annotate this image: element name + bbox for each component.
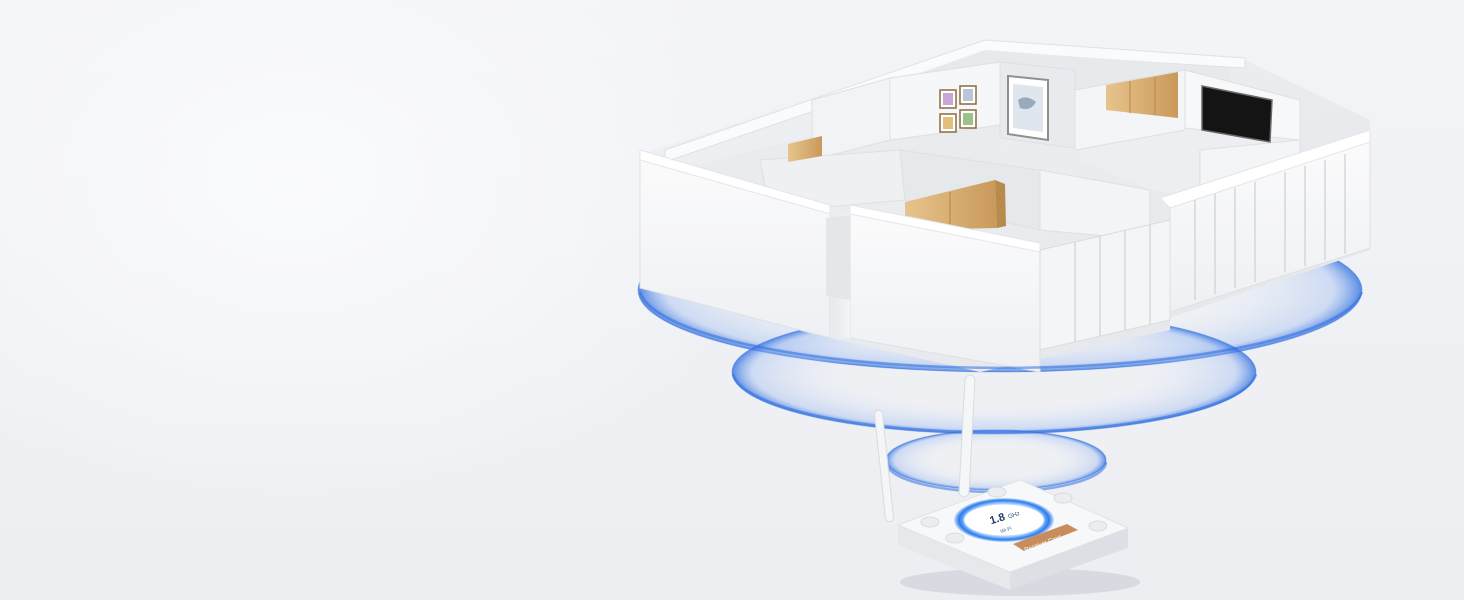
cabinet-left bbox=[788, 136, 822, 162]
display-unit: GHz bbox=[1007, 511, 1020, 520]
antenna-left bbox=[874, 409, 894, 523]
display-value: 1.8 bbox=[988, 511, 1006, 527]
signal-beams bbox=[911, 350, 1061, 500]
wall-art-grid bbox=[939, 85, 977, 133]
windows-front bbox=[1039, 219, 1171, 351]
device-display: 1.8 GHz Wi-Fi bbox=[954, 498, 1054, 542]
antenna-right bbox=[958, 374, 976, 498]
wifi-receiver-device: 1.8 GHz Wi-Fi Receiver Card bbox=[874, 374, 1140, 596]
tv bbox=[1201, 85, 1273, 143]
wifi-ring-small bbox=[885, 429, 1107, 491]
house-model bbox=[639, 39, 1371, 373]
wardrobe-back bbox=[1106, 72, 1178, 118]
wall-art-large bbox=[1007, 74, 1049, 142]
device-buttons bbox=[920, 486, 1108, 544]
wardrobe-front bbox=[905, 180, 1006, 230]
display-small: Wi-Fi bbox=[1000, 526, 1013, 535]
